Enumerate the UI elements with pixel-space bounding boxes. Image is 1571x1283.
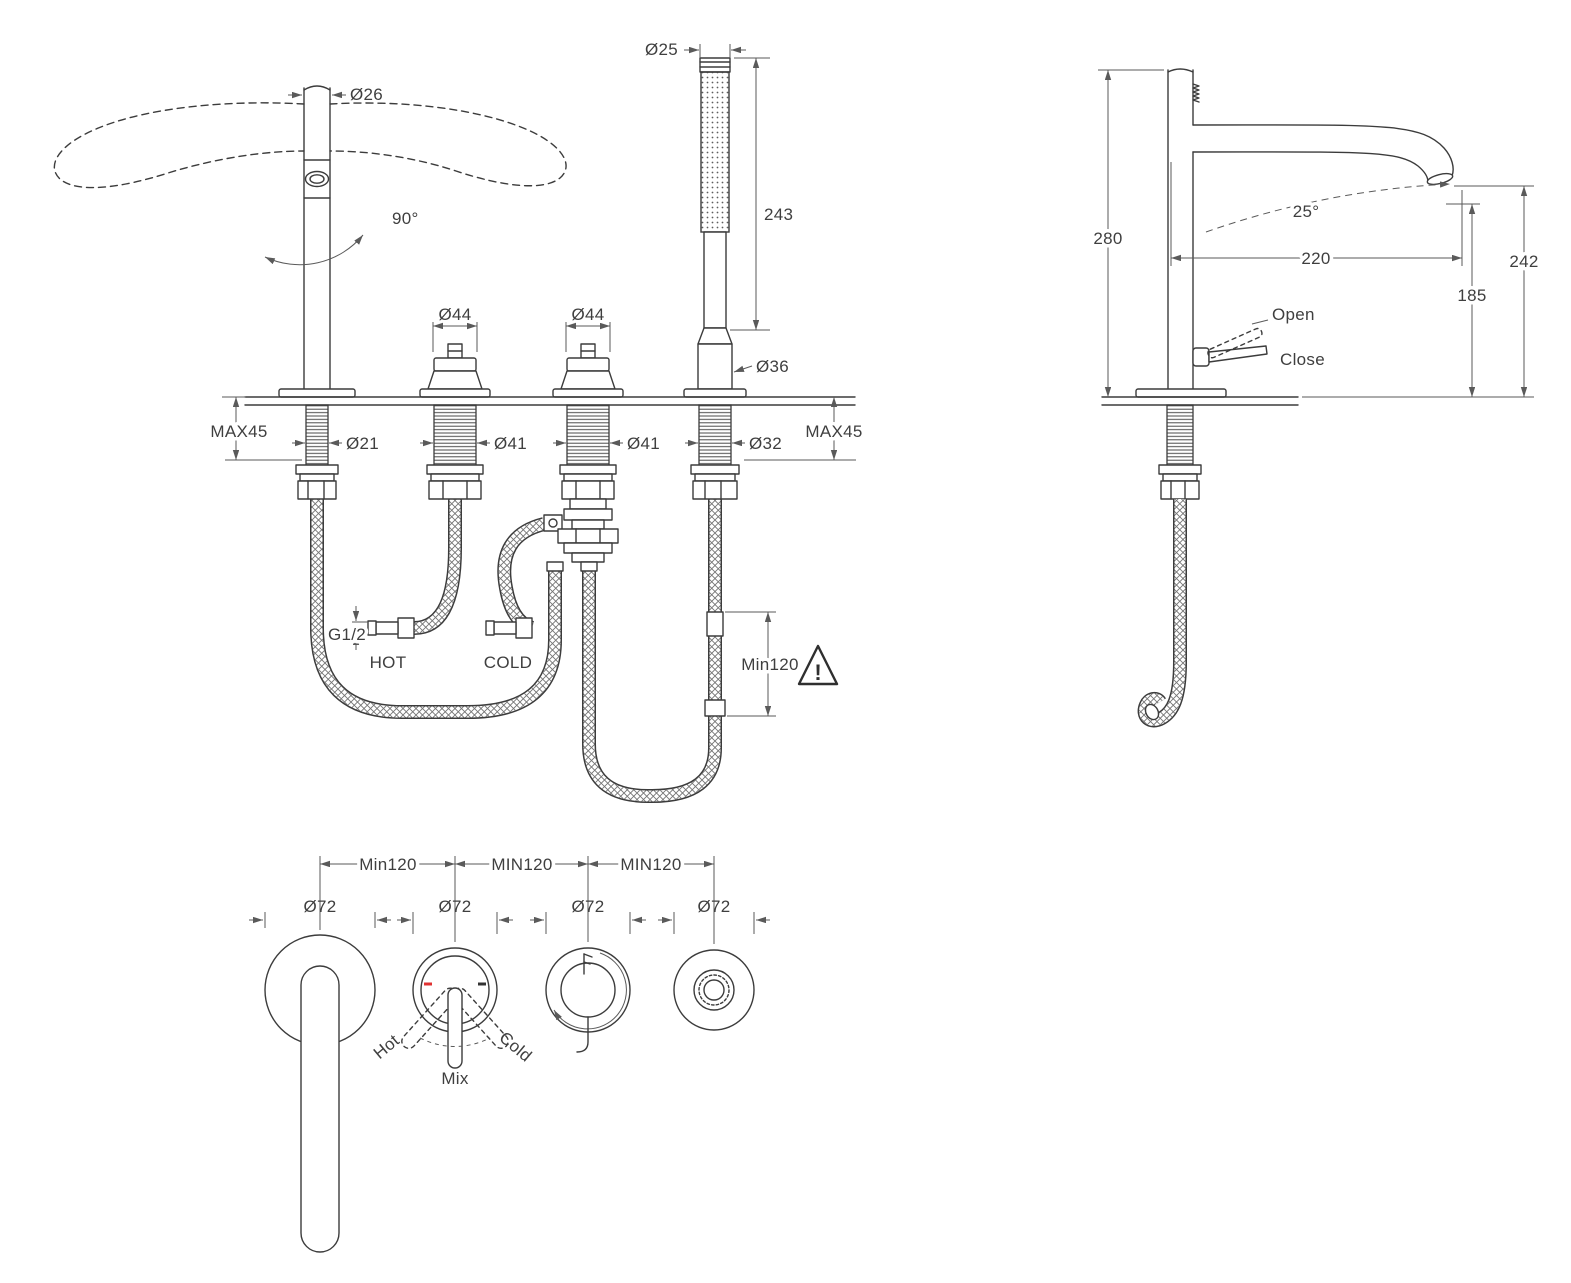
top-spout	[264, 934, 376, 1253]
pitch-1-label: Min120	[359, 855, 417, 874]
dim-pitch-chain: Min120 MIN120 MIN120	[319, 852, 715, 944]
spout-tip-diameter-label: Ø26	[350, 85, 383, 104]
deck-front	[244, 396, 856, 406]
outlet-manifold	[543, 498, 619, 572]
valve1-diameter-label: Ø44	[438, 305, 471, 324]
dim-spout-height: 280	[1090, 69, 1164, 397]
dim-spout-angle: 25°	[1205, 181, 1451, 233]
handshower-holder-diameter-label: Ø36	[756, 357, 789, 376]
handshower-length-label: 243	[764, 205, 793, 224]
handle-open-label: Open	[1272, 305, 1315, 324]
tip-height-label: 242	[1509, 252, 1538, 271]
outlet-height-label: 185	[1457, 286, 1486, 305]
pitch-2-label: MIN120	[491, 855, 552, 874]
cold-label: Cold	[496, 1028, 536, 1066]
inlet-thread-label: G1/2	[328, 625, 366, 644]
hot-inlet-stub	[367, 617, 415, 639]
spout-column	[278, 85, 356, 398]
supply-hoses	[317, 499, 715, 796]
valve1-shank-diameter-label: Ø41	[494, 434, 527, 453]
pitch-3-label: MIN120	[620, 855, 681, 874]
warning-mark: !	[814, 660, 821, 685]
dim-hose-min-length: Min120	[725, 611, 802, 717]
dim-swivel-angle: 90°	[264, 209, 419, 266]
hot-inlet-label: HOT	[370, 653, 407, 672]
valve-handle-1: Ø44	[419, 305, 491, 398]
dim-handshower-holder-diameter: Ø36	[733, 357, 789, 376]
handshower-shank	[690, 404, 740, 500]
dim-spout-reach: 220	[1170, 162, 1463, 272]
spout-reach-label: 220	[1301, 249, 1330, 268]
side-spout-body	[1101, 68, 1454, 406]
spout-height-label: 280	[1093, 229, 1122, 248]
valve2-diameter-label: Ø44	[571, 305, 604, 324]
handle-close-label: Close	[1280, 350, 1325, 369]
dim-valve1-shank: Ø41	[420, 434, 527, 453]
side-hose	[1143, 499, 1180, 722]
dim-deck-max-left: MAX45	[207, 396, 302, 461]
front-view: Ø26 90° Ø44 Ø44	[53, 40, 866, 796]
swivel-angle-label: 90°	[392, 209, 419, 228]
diverter-base-diameter-label: Ø72	[571, 897, 604, 916]
valve2-shank-diameter-label: Ø41	[627, 434, 660, 453]
spout-base-diameter-label: Ø72	[303, 897, 336, 916]
dim-base-diameters: Ø72 Ø72 Ø72 Ø72	[249, 897, 770, 934]
dim-handshower-shank: Ø32	[685, 434, 782, 453]
dim-valve2-shank: Ø41	[553, 434, 660, 453]
side-shank	[1158, 404, 1202, 500]
cold-inlet-label: COLD	[484, 653, 532, 672]
dim-spout-tip-diameter: Ø26	[288, 85, 383, 104]
deck-max-left-label: MAX45	[210, 422, 267, 441]
valve-handle-2: Ø44	[552, 305, 624, 398]
dim-deck-max-right: MAX45	[744, 397, 866, 461]
holder-base-diameter-label: Ø72	[697, 897, 730, 916]
handshower-wand	[683, 57, 747, 398]
mix-label: Mix	[441, 1069, 469, 1088]
spout-shank	[295, 404, 339, 500]
handshower-top-diameter-label: Ø25	[645, 40, 678, 59]
top-diverter	[545, 947, 631, 1053]
handle-annotations: Open Close	[1251, 305, 1325, 369]
dim-inlet-thread: G1/2	[325, 606, 369, 650]
warning-triangle-icon: !	[797, 644, 839, 686]
valve1-shank	[426, 404, 484, 500]
spout-angle-label: 25°	[1293, 202, 1320, 221]
top-mixer: Hot Mix Cold	[370, 947, 536, 1088]
handle-open-dashed	[1207, 327, 1263, 359]
dim-tip-height: 242	[1302, 185, 1542, 398]
cold-inlet-stub	[485, 617, 533, 639]
dim-handshower-length: 243	[730, 57, 793, 331]
spout-swivel-dashed	[53, 102, 567, 189]
valve2-shank	[559, 404, 617, 500]
handshower-hose-fittings	[704, 611, 726, 717]
top-holder	[673, 949, 755, 1031]
dim-outlet-height: 185	[1446, 203, 1490, 397]
hot-label: Hot	[370, 1031, 403, 1063]
spout-shank-diameter-label: Ø21	[346, 434, 379, 453]
dim-handshower-top-diameter: Ø25	[645, 40, 746, 59]
side-view: 280 25° 220 242 185 Open Close	[1090, 68, 1542, 722]
dim-spout-shank: Ø21	[292, 434, 379, 453]
top-view: Min120 MIN120 MIN120 Ø72 Ø72 Ø72	[249, 852, 770, 1253]
hose-min-length-label: Min120	[741, 655, 799, 674]
mixer-base-diameter-label: Ø72	[438, 897, 471, 916]
handshower-shank-diameter-label: Ø32	[749, 434, 782, 453]
deck-max-right-label: MAX45	[805, 422, 862, 441]
